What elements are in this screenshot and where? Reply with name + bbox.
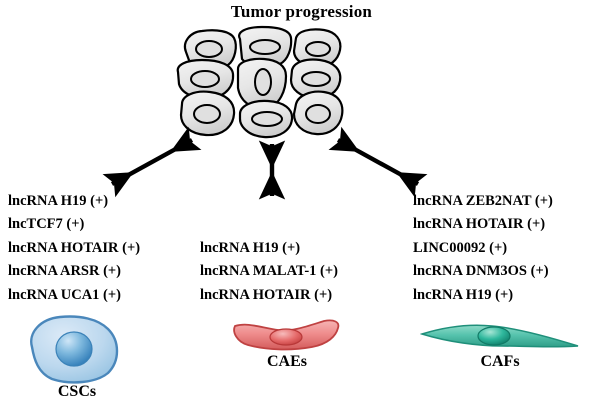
arrow-csc-to-tumor <box>102 126 202 198</box>
lncrna-item: lncRNA ZEB2NAT (+) <box>413 193 553 209</box>
lncrna-item: lncRNA H19 (+) <box>8 193 109 209</box>
lncrna-item: lncRNA HOTAIR (+) <box>200 286 333 303</box>
caf-label: CAFs <box>480 353 520 370</box>
cae-label: CAEs <box>266 353 307 370</box>
page-title: Tumor progression <box>230 2 373 21</box>
lncrna-list-cae: lncRNA H19 (+) lncRNA MALAT-1 (+) lncRNA… <box>200 237 338 307</box>
csc-label: CSCs <box>57 383 97 400</box>
lncrna-list-csc: lncRNA H19 (+) lncTCF7 (+) lncRNA HOTAIR… <box>8 190 140 307</box>
lncrna-list-caf: lncRNA ZEB2NAT (+) lncRNA HOTAIR (+) LIN… <box>413 190 553 307</box>
lncrna-item: lncRNA DNM3OS (+) <box>413 263 549 280</box>
lncrna-item: LINC00092 (+) <box>413 239 508 256</box>
lncrna-item: lncRNA H19 (+) <box>413 286 514 303</box>
lncrna-item: lncTCF7 (+) <box>8 216 85 233</box>
lncrna-item: lncRNA MALAT-1 (+) <box>200 263 338 280</box>
caf-cell-illustration <box>420 324 579 348</box>
lncrna-item: lncRNA HOTAIR (+) <box>8 239 141 256</box>
lncrna-item: lncRNA ARSR (+) <box>8 263 121 280</box>
tumor-cell-cluster <box>176 25 344 139</box>
lncrna-item: lncRNA UCA1 (+) <box>8 286 121 303</box>
csc-cell-illustration <box>30 315 119 384</box>
lncrna-item: lncRNA HOTAIR (+) <box>413 216 546 233</box>
lncrna-item: lncRNA H19 (+) <box>200 240 301 256</box>
arrow-caf-to-tumor <box>328 126 428 198</box>
cae-cell-illustration <box>233 319 340 351</box>
